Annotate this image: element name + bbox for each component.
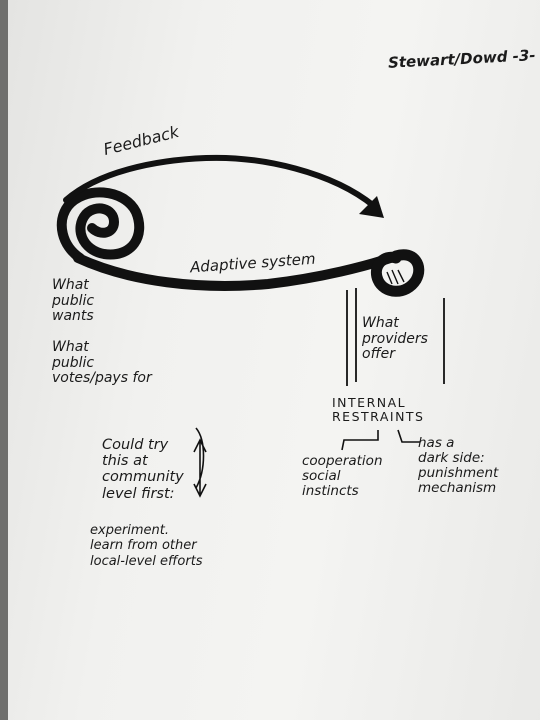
- internal-restraints: INTERNAL RESTRAINTS: [332, 395, 425, 425]
- could-try-note: Could try this at community level first:: [102, 437, 184, 502]
- cooperation-note: cooperation social instincts: [302, 453, 383, 500]
- up-down-arrow: [193, 427, 207, 498]
- branch-right: [397, 429, 420, 443]
- adaptive-system-band: [73, 251, 401, 291]
- branch-left: [341, 430, 379, 451]
- feedback-arrow: [63, 154, 377, 209]
- dark-side-note: has a dark side: punishment mechanism: [418, 435, 499, 497]
- left-spiral: [56, 187, 145, 263]
- right-spiral: [371, 249, 425, 297]
- experiment-note: experiment. learn from other local-level…: [90, 523, 203, 569]
- what-public-wants: What public wants: [52, 277, 95, 325]
- what-providers-offer: What providers offer: [362, 315, 428, 363]
- paper-sheet: [8, 0, 540, 720]
- right-spiral-hatch: [386, 269, 405, 285]
- what-public-votes: What public votes/pays for: [52, 339, 152, 387]
- feedback-arrowhead: [359, 196, 384, 218]
